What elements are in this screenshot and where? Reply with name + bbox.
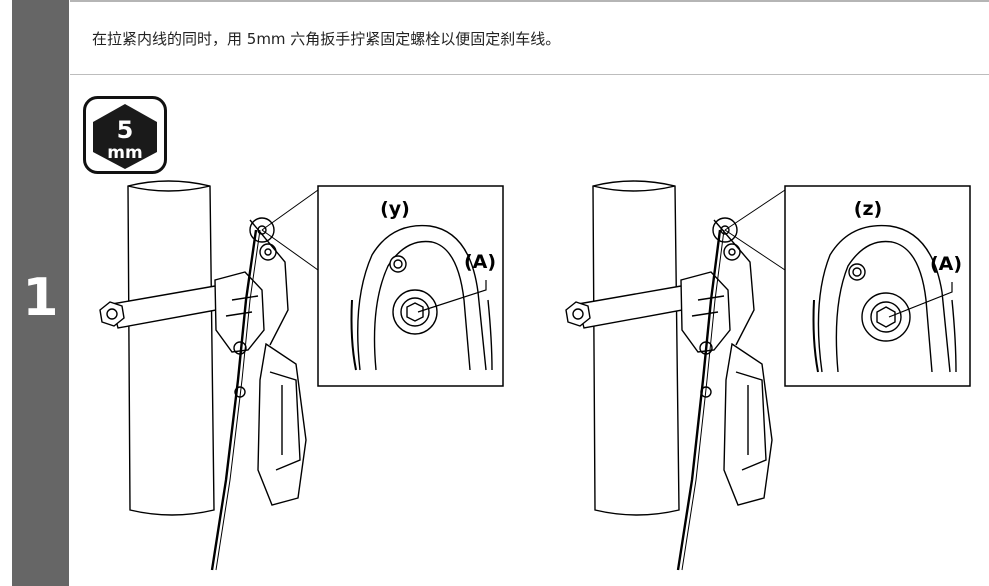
step-bar xyxy=(12,0,69,586)
callout-label-a-right: (A) xyxy=(930,253,962,275)
callout-label-a-left: (A) xyxy=(464,251,496,273)
instruction-text: 在拉紧内线的同时，用 5mm 六角扳手拧紧固定螺栓以便固定刹车线。 xyxy=(92,30,561,48)
zoom-box-y: (y) (A) xyxy=(317,185,504,387)
right-derailleur-illustration xyxy=(565,180,786,571)
tool-size-unit: mm xyxy=(107,143,142,163)
hex-wrench-icon: 5 mm xyxy=(83,96,167,174)
zoom-label-z: (z) xyxy=(854,198,882,220)
instruction-row: 在拉紧内线的同时，用 5mm 六角扳手拧紧固定螺栓以便固定刹车线。 xyxy=(70,2,989,75)
zoom-box-z: (z) (A) xyxy=(784,185,971,387)
left-derailleur-illustration xyxy=(99,180,319,571)
illustration: (y) (A) (z) ( xyxy=(99,180,971,571)
tool-size-number: 5 xyxy=(117,116,134,144)
step-number: 1 xyxy=(22,268,59,328)
top-rule xyxy=(70,0,989,2)
zoom-label-y: (y) xyxy=(380,198,410,220)
